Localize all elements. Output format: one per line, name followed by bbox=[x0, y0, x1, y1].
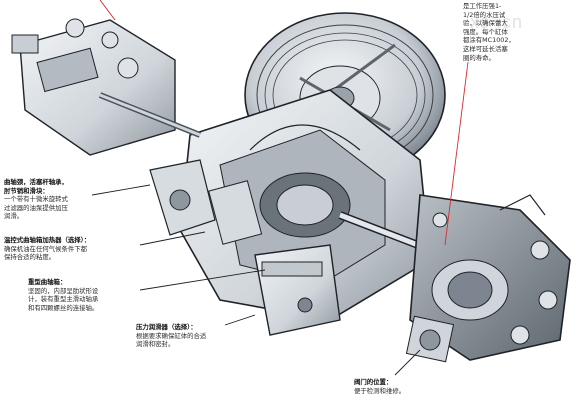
callout-text: 确保机油在任何气候条件下都 bbox=[4, 244, 88, 253]
callout-heading: 肘节销和滑块： bbox=[4, 186, 49, 195]
callout-text: 保持合适的粘度。 bbox=[4, 253, 56, 262]
callout-text: 和有四颗螺丝的连接轴。 bbox=[28, 303, 99, 312]
valve-assembly bbox=[405, 315, 455, 363]
cylinder-head bbox=[409, 194, 571, 361]
callout-crankcase-heater: 温控式曲轴箱加热器（选择）： 确保机油在任何气候条件下都 保持合适的粘度。 bbox=[4, 236, 90, 262]
callout-pressure-test: 是工作压强1- 1/2倍的水压试 验，以确保蕾大 强度。每个缸体 都涂有MC10… bbox=[463, 2, 515, 62]
callout-text: 都涂有MC1002， bbox=[463, 36, 515, 45]
callout-text: 1/2倍的水压试 bbox=[463, 10, 506, 19]
lubricator-assembly bbox=[11, 18, 202, 156]
callout-heavy-crankcase: 重型曲轴箱： 坚固的，内部呈肋状形设 计，装有重型主滑动轴承 和有四颗螺丝的连接… bbox=[28, 278, 98, 312]
callout-heading: 曲轴颈，活塞杆轴承， bbox=[4, 178, 68, 186]
callout-text: 过滤器的油泵提供加压 bbox=[4, 203, 68, 212]
callout-heading: 温控式曲轴箱加热器（选择）： bbox=[4, 236, 91, 244]
callout-text: 便于检测和维修。 bbox=[354, 386, 406, 395]
callout-crankshaft-lubrication: 曲轴颈，活塞杆轴承， 肘节销和滑块： 一个带有十微米旋转式 过滤器的油泵提供加压… bbox=[4, 178, 68, 221]
callout-text: 圈的寿命。 bbox=[463, 53, 495, 62]
watermark: xs .cn bbox=[470, 12, 524, 32]
callout-text: 计，装有重型主滑动轴承 bbox=[28, 295, 99, 304]
heavy-crankcase-block bbox=[254, 244, 341, 336]
crankcase bbox=[179, 89, 431, 321]
callout-pressure-lubricator: 压力润滑器（选择）： 根据要求确保缸体的合适 润滑和密封。 bbox=[136, 323, 206, 349]
callout-text: 润滑和密封。 bbox=[136, 340, 175, 349]
callout-text: 坚固的，内部呈肋状形设 bbox=[28, 286, 99, 295]
callout-text: 根据要求确保缸体的合适 bbox=[136, 331, 207, 340]
callout-text: 验，以确保蕾大 bbox=[463, 19, 508, 28]
callout-text: 润滑。 bbox=[4, 212, 24, 221]
callout-text: 强度。每个缸体 bbox=[463, 27, 508, 36]
callout-heading: 阀门的位置： bbox=[354, 378, 393, 386]
callout-text: 一个带有十微米旋转式 bbox=[4, 195, 68, 204]
leader-lines bbox=[91, 0, 469, 376]
callout-heading: 压力润滑器（选择）： bbox=[136, 323, 197, 331]
callout-heading: 重型曲轴箱： bbox=[28, 278, 67, 286]
callout-valve-position: 阀门的位置： 便于检测和维修。 bbox=[354, 378, 405, 395]
callout-text: 这样可延长活塞 bbox=[463, 44, 508, 53]
callout-text: 是工作压强1- bbox=[463, 2, 502, 10]
oil-pump bbox=[149, 159, 216, 236]
